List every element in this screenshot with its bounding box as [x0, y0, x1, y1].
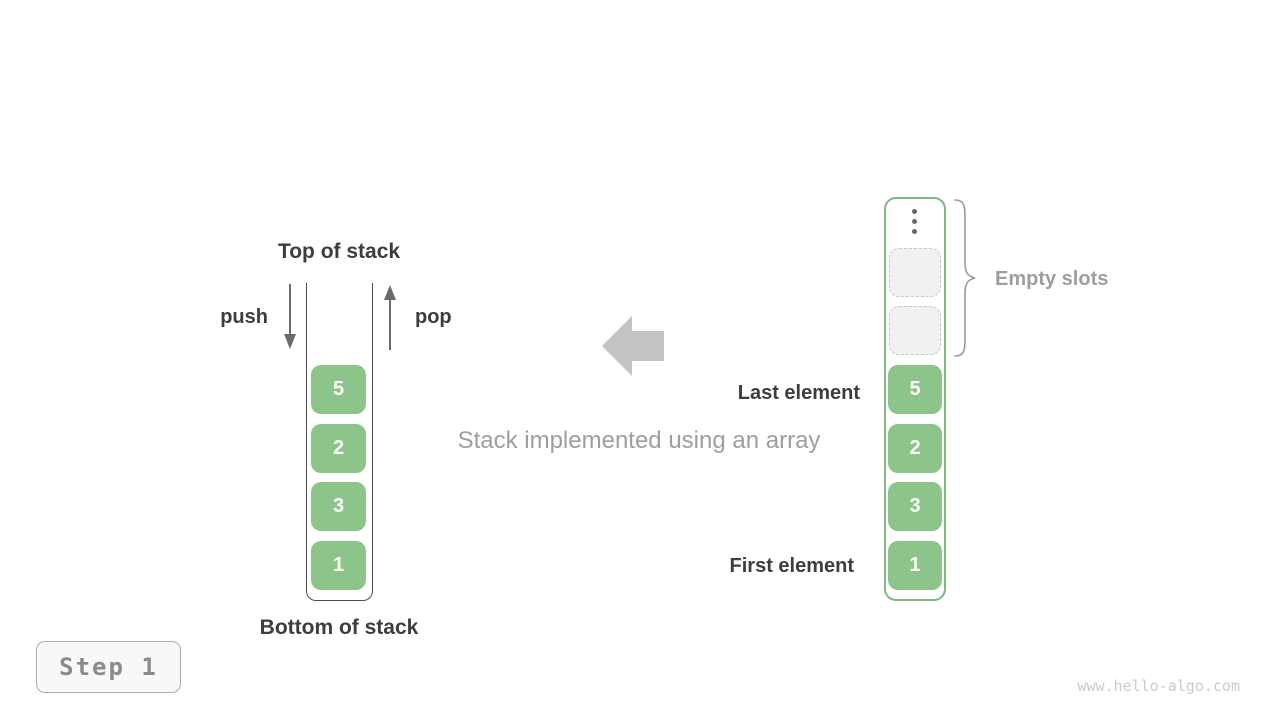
stack-cell: 5	[311, 365, 366, 414]
array-cell: 1	[888, 541, 942, 591]
first-element-label: First element	[729, 555, 854, 577]
ellipsis-icon	[912, 209, 918, 239]
stack-cell: 1	[311, 541, 366, 591]
stack-cell: 3	[311, 482, 366, 532]
watermark: www.hello-algo.com	[1077, 677, 1240, 695]
stack-cell: 2	[311, 423, 366, 473]
pop-arrow-icon	[383, 284, 397, 355]
array-cells: 5 2 3 1	[888, 365, 942, 591]
array-cell: 5	[888, 365, 942, 414]
empty-slots-label: Empty slots	[995, 268, 1109, 290]
pop-label: pop	[415, 306, 452, 328]
step-badge: Step 1	[36, 641, 181, 693]
top-of-stack-label: Top of stack	[277, 240, 401, 263]
array-empty-slots	[889, 248, 941, 355]
push-arrow-icon	[283, 284, 297, 355]
empty-slot	[889, 248, 941, 297]
array-cell: 3	[888, 482, 942, 532]
caption-text: Stack implemented using an array	[457, 427, 821, 454]
left-block-arrow-icon	[602, 315, 664, 382]
bottom-of-stack-label: Bottom of stack	[259, 616, 419, 639]
last-element-label: Last element	[737, 382, 860, 404]
empty-slot	[889, 306, 941, 355]
array-cell: 2	[888, 423, 942, 473]
stack-outline	[306, 283, 373, 601]
brace-icon	[952, 198, 978, 363]
stack-cells: 5 2 3 1	[311, 365, 366, 591]
push-label: push	[220, 306, 268, 328]
